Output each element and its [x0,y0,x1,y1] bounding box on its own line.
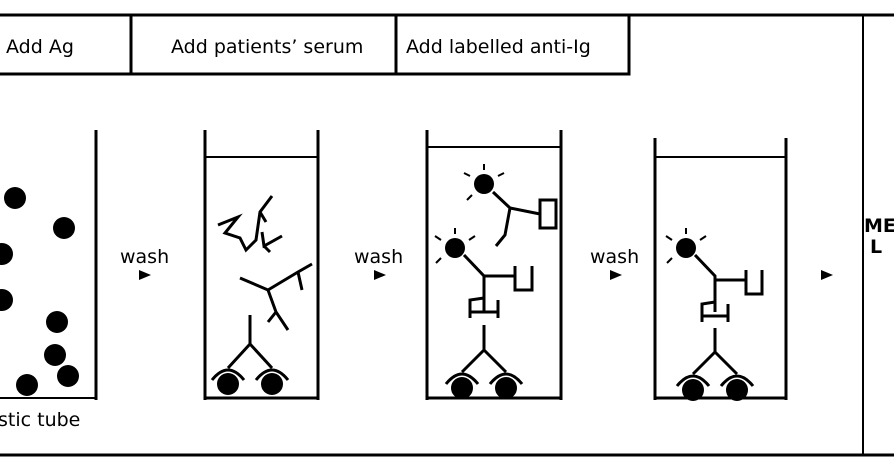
serum-fragment [239,262,313,331]
arrow-icon [610,270,622,280]
antigen-bead [57,365,79,387]
step-label-add-serum: Add patients’ serum [171,36,363,58]
antigen-bead [682,379,704,401]
arrow-icon [374,270,386,280]
tube-label: stic tube [0,409,80,431]
tube-3 [425,130,563,400]
antigen-bead [53,217,75,239]
measure-label-line-2: L [870,236,882,258]
antigen-bead [16,374,38,396]
antigen-bead [261,373,283,395]
arrow-icon [139,270,151,280]
tube-1 [0,130,98,400]
antigen-bead [217,373,239,395]
antigen-bead [726,379,748,401]
step-label-add-ag: Add Ag [6,36,74,58]
antigen-bead [451,377,473,399]
label-marker-icon [474,174,494,194]
antigen-bead [495,377,517,399]
step-box-add-anti-ig [394,13,631,76]
antigen-bead [44,344,66,366]
step-label-add-anti-ig: Add labelled anti-Ig [406,36,591,58]
antigen-bead [0,243,13,265]
label-marker-icon [676,238,696,258]
tube-4 [653,138,788,401]
antigen-bead [4,187,26,209]
antigen-bead [46,311,68,333]
wash-label: wash [590,246,639,268]
label-marker-icon [445,238,465,258]
antigen-bead [0,289,13,311]
measure-label-line-1: ME [864,215,894,237]
wash-label: wash [354,246,403,268]
tube-2 [203,130,320,400]
serum-fragment [217,195,283,254]
wash-label: wash [120,246,169,268]
arrow-icon [821,270,833,280]
